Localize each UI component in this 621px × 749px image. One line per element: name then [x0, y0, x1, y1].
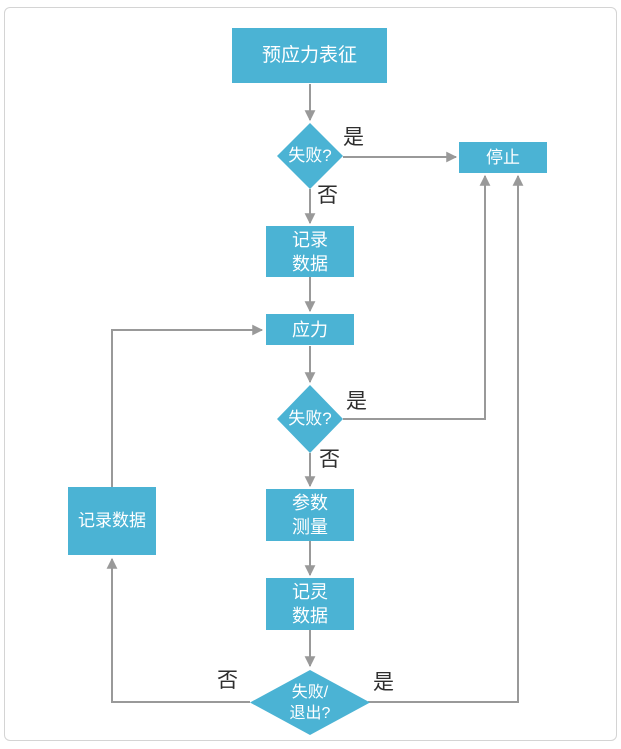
edge-recordleft-to-stress [111, 324, 264, 487]
edge-decision3-to-stop [368, 174, 524, 703]
node-label: 失败? [288, 146, 332, 165]
node-stress: 应力 [266, 314, 354, 345]
node-label: 失败? [288, 409, 332, 428]
edge-label-no-1: 否 [317, 184, 338, 207]
node-prestress-characterization: 预应力表征 [232, 28, 387, 83]
node-record-data-2: 记灵 数据 [266, 578, 354, 630]
node-label-line: 参数 [292, 493, 328, 513]
node-stop: 停止 [459, 142, 547, 173]
edge-decision3-to-recordleft [106, 557, 250, 703]
node-label-line: 测量 [292, 517, 328, 537]
edge-label-no-2: 否 [319, 448, 340, 471]
node-label: 应力 [292, 319, 328, 340]
node-label: 预应力表征 [261, 44, 357, 66]
edge-label-yes-3: 是 [373, 671, 394, 694]
node-label-line: 记录 [292, 229, 328, 250]
node-record-data-left: 记录数据 [68, 487, 156, 555]
node-label-line: 数据 [292, 606, 328, 626]
node-label-line: 失败/ [291, 683, 329, 701]
node-label-line: 记灵 [292, 582, 328, 602]
node-label-line: 数据 [292, 253, 328, 274]
edge-decision2-to-stop [343, 174, 491, 420]
edge-label-yes-2: 是 [346, 390, 367, 413]
node-parameter-measurement: 参数 测量 [266, 489, 354, 541]
node-label-line: 退出? [289, 704, 331, 722]
node-label: 停止 [486, 147, 520, 167]
edge-label-yes-1: 是 [343, 126, 364, 149]
node-label: 记录数据 [78, 511, 146, 530]
node-record-data-1: 记录 数据 [266, 226, 354, 277]
edge-label-no-3: 否 [217, 669, 238, 692]
